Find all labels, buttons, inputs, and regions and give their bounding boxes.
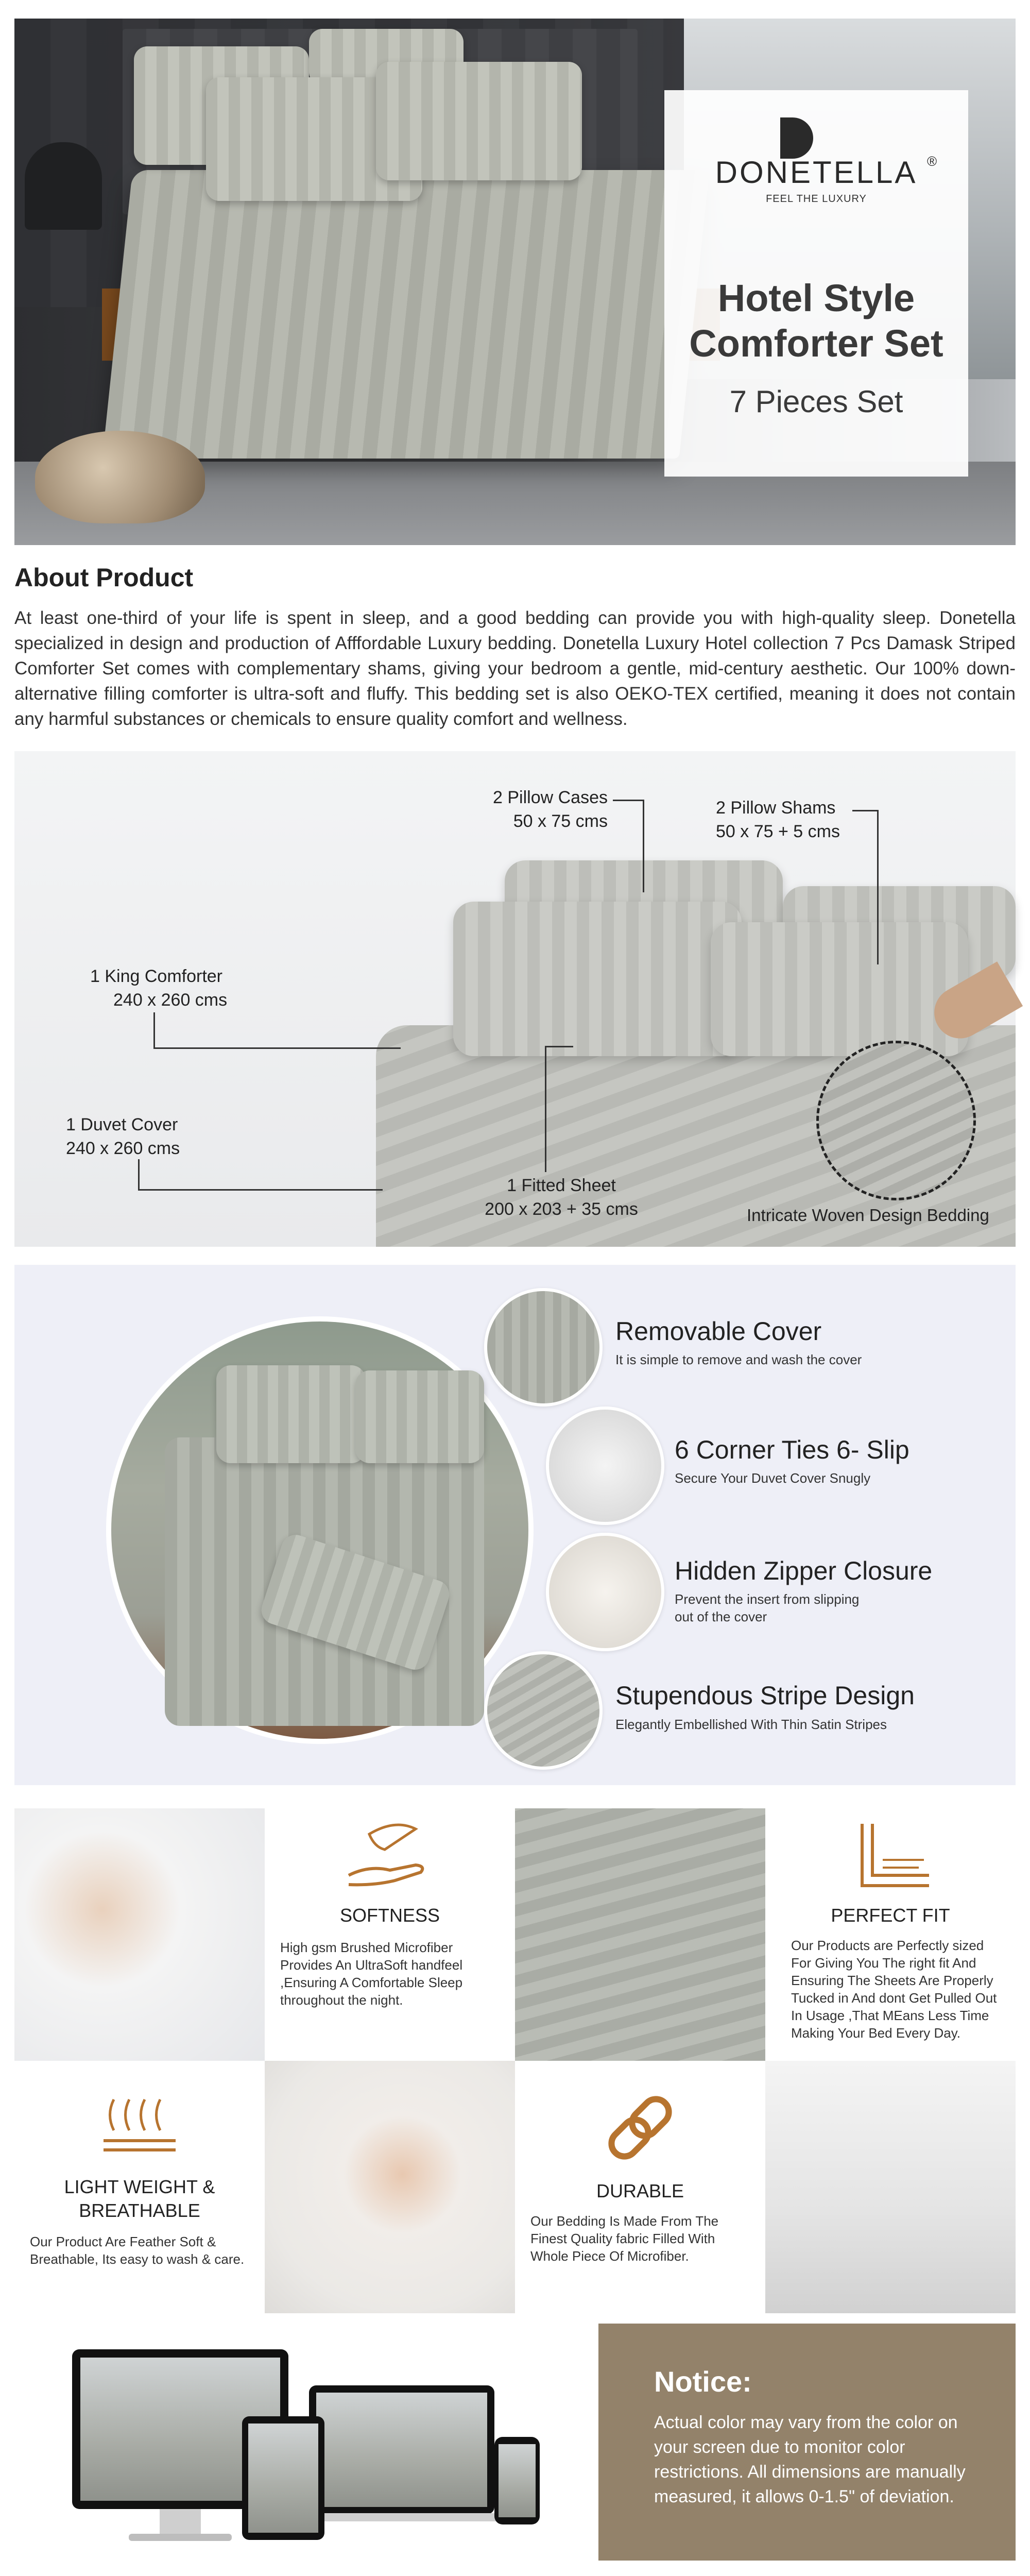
registered-mark: ® xyxy=(927,154,937,169)
leader-line xyxy=(153,1047,401,1049)
feature-desc: Secure Your Duvet Cover Snugly xyxy=(675,1470,871,1486)
hero-pillow xyxy=(376,62,582,180)
king-comforter-label: 1 King Comforter 240 x 260 cms xyxy=(90,967,228,1010)
duvet-cover-label: 1 Duvet Cover 240 x 260 cms xyxy=(66,1115,180,1158)
feature-desc: It is simple to remove and wash the cove… xyxy=(615,1352,862,1367)
perfect-fit-desc: Our Products are Perfectly sized For Giv… xyxy=(791,1938,997,2041)
monitor-stand xyxy=(160,2509,201,2535)
sleeping-woman-image xyxy=(14,1808,265,2061)
notice-title: Notice: xyxy=(654,2365,752,2398)
hidden-zipper-image xyxy=(546,1533,664,1651)
perfect-fit-title: PERFECT FIT xyxy=(831,1905,950,1926)
set-pillow-sham xyxy=(453,902,742,1056)
feature-title: Stupendous Stripe Design xyxy=(615,1681,915,1710)
leader-line xyxy=(153,1012,155,1048)
fitted-sheet-label: 1 Fitted Sheet 200 x 203 + 35 cms xyxy=(485,1176,638,1219)
hero-bed-image xyxy=(102,170,710,459)
laptop-base xyxy=(288,2513,515,2521)
leader-line xyxy=(138,1189,383,1191)
feature-desc: Elegantly Embellished With Thin Satin St… xyxy=(615,1717,887,1732)
leader-line xyxy=(545,1046,573,1047)
leader-line xyxy=(877,810,879,964)
about-text: At least one-third of your life is spent… xyxy=(14,608,1016,729)
leader-line xyxy=(138,1159,140,1190)
hero-shell-decor xyxy=(35,431,205,523)
light-weight-desc: Our Product Are Feather Soft & Breathabl… xyxy=(30,2234,245,2267)
feature-title: Hidden Zipper Closure xyxy=(675,1556,933,1585)
mattress-corner-icon xyxy=(765,1819,1016,1899)
hero-title-line1: Hotel Style xyxy=(717,277,915,319)
feature-pillow xyxy=(216,1365,366,1463)
leader-line xyxy=(613,800,644,801)
laptop-screen xyxy=(316,2393,487,2507)
about-heading: About Product xyxy=(14,563,194,592)
pillow-shams-label: 2 Pillow Shams 50 x 75 + 5 cms xyxy=(716,798,840,841)
monitor-base xyxy=(129,2534,232,2541)
hero-lamp xyxy=(25,142,102,230)
feature-title: 6 Corner Ties 6- Slip xyxy=(675,1435,909,1464)
fitted-sheet-hand-image xyxy=(515,1808,765,2061)
removable-cover-image xyxy=(484,1288,603,1406)
softness-tile: SOFTNESS High gsm Brushed Microfiber Pro… xyxy=(265,1808,515,2061)
set-pillow-sham xyxy=(711,922,968,1056)
notice-box xyxy=(598,2324,1016,2561)
durable-title: DURABLE xyxy=(596,2180,684,2201)
perfect-fit-tile: PERFECT FIT Our Products are Perfectly s… xyxy=(765,1808,1016,2061)
feather-hand-icon xyxy=(265,1819,515,1899)
leader-line xyxy=(545,1046,546,1172)
hero-title: Hotel Style Comforter Set xyxy=(670,276,963,366)
stripe-design-image xyxy=(484,1651,603,1770)
notice-text: Actual color may vary from the color on … xyxy=(654,2413,966,2506)
light-weight-title: LIGHT WEIGHT & BREATHABLE xyxy=(64,2176,215,2221)
weave-detail-caption: Intricate Woven Design Bedding xyxy=(747,1206,989,1225)
hand-on-sheet-image xyxy=(265,2061,515,2313)
tablet-screen xyxy=(248,2424,318,2533)
brand-tagline: FEEL THE LUXURY xyxy=(766,193,867,205)
durable-desc: Our Bedding Is Made From The Finest Qual… xyxy=(530,2213,719,2264)
hero-title-line2: Comforter Set xyxy=(689,322,943,365)
durable-tile: DURABLE Our Bedding Is Made From The Fin… xyxy=(515,2061,765,2313)
feature-pillow xyxy=(355,1370,484,1463)
leader-line xyxy=(852,810,878,811)
feature-desc: Prevent the insert from slipping out of … xyxy=(675,1591,860,1624)
airflow-icon xyxy=(14,2089,265,2169)
softness-desc: High gsm Brushed Microfiber Provides An … xyxy=(280,1940,463,2008)
corner-ties-image xyxy=(546,1406,664,1525)
phone-screen xyxy=(499,2444,536,2517)
brand-panel xyxy=(664,90,968,477)
donetella-logo-icon xyxy=(780,117,813,159)
brand-name: DONETELLA xyxy=(715,155,918,190)
light-weight-tile: LIGHT WEIGHT & BREATHABLE Our Product Ar… xyxy=(14,2061,265,2313)
weave-detail-circle xyxy=(816,1041,976,1200)
feature-title: Removable Cover xyxy=(615,1317,822,1346)
hero-subtitle: 7 Pieces Set xyxy=(729,384,903,419)
pillow-cases-label: 2 Pillow Cases 50 x 75 cms xyxy=(493,788,608,831)
fitted-corner-image xyxy=(765,2061,1016,2313)
chain-link-icon xyxy=(515,2089,765,2174)
softness-title: SOFTNESS xyxy=(339,1905,440,1926)
leader-line xyxy=(643,800,644,892)
